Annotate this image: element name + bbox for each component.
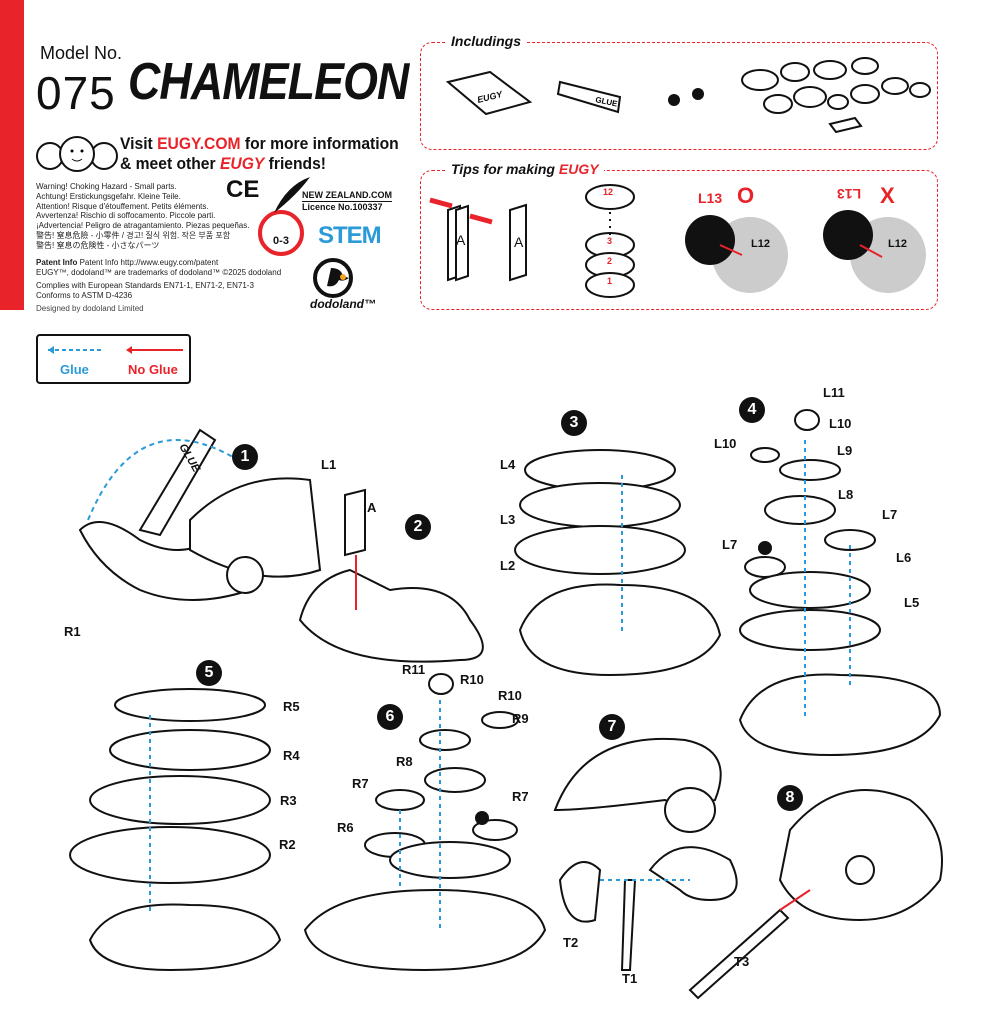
part-label: L3 (500, 512, 516, 527)
part-label: R7 (352, 776, 369, 791)
part-label: L10 (714, 436, 737, 451)
step-7-badge: 7 (599, 714, 625, 740)
glue-tube-icon (556, 80, 622, 114)
fern-icon (274, 177, 310, 213)
part-label: L1 (321, 457, 337, 472)
disc-number: 1 (607, 276, 613, 286)
step8-parts (688, 789, 943, 1000)
step-8-badge: 8 (777, 785, 803, 811)
stem-logo: STEM (318, 222, 382, 249)
dodoland-logo: dodoland™ (310, 297, 376, 311)
step-1-badge: 1 (232, 444, 258, 470)
part-label: L9 (837, 443, 853, 458)
disc-number: 12 (603, 187, 614, 197)
no-glue-legend-label: No Glue (128, 362, 178, 377)
model-number: 075 (36, 67, 116, 119)
part-label: L7 (722, 537, 738, 552)
part-label: R7 (512, 789, 529, 804)
part-label: L8 (838, 487, 854, 502)
part-label: A (367, 500, 377, 515)
disc-number: 3 (607, 236, 613, 246)
step4-parts (738, 409, 942, 757)
step2-parts (298, 488, 484, 663)
part-label: L11 (823, 385, 845, 400)
part-label: L5 (904, 595, 920, 610)
step3-parts (514, 449, 722, 677)
part-label: L12 (888, 238, 907, 250)
step6-parts (303, 673, 547, 972)
glue-legend-label: Glue (60, 362, 89, 377)
page-title: CHAMELEON (128, 53, 409, 111)
model-label: Model No. (40, 43, 123, 63)
tips-illustrations (429, 184, 926, 298)
part-label: T3 (734, 954, 750, 969)
legend-arrows (48, 346, 183, 354)
part-label: R10 (460, 672, 484, 687)
step1-parts (78, 428, 322, 601)
part-label: L2 (500, 558, 516, 573)
part-label: L6 (896, 550, 912, 565)
includings-heading: Includings (446, 33, 526, 49)
includings-panel (420, 42, 938, 150)
step5-parts (69, 688, 282, 972)
eugy-link[interactable]: EUGY.COM (157, 134, 241, 153)
part-letter: A (456, 232, 466, 248)
disc-number: 2 (607, 256, 613, 266)
part-label: R3 (280, 793, 297, 808)
tips-heading: Tips for making EUGY (446, 161, 604, 177)
part-label: R2 (279, 837, 296, 852)
part-label: L7 (882, 507, 898, 522)
brand-stripe (0, 0, 24, 310)
step-5-badge: 5 (196, 660, 222, 686)
wrong-mark: X (880, 183, 895, 208)
eugy-faces-icon (36, 136, 118, 172)
step7-parts (553, 737, 738, 971)
part-label: R4 (283, 748, 300, 763)
part-label: L12 (751, 238, 770, 250)
included-parts: GLUE (445, 57, 931, 134)
part-label: R11 (402, 662, 426, 677)
eugy-logo: EUGY (219, 154, 265, 173)
part-letter: A (514, 234, 524, 250)
age-warning-icon: 0-3 (258, 210, 304, 256)
step-6-badge: 6 (377, 704, 403, 730)
tips-panel (420, 170, 938, 310)
eye-bead-icon (692, 88, 704, 100)
eye-bead-icon (668, 94, 680, 106)
visit-text: Visit EUGY.COM for more information & me… (120, 134, 399, 173)
part-label: L13 (698, 190, 723, 206)
legal-text: Patent Info Patent Info http://www.eugy.… (36, 258, 282, 313)
part-label: R9 (512, 711, 529, 726)
ce-mark: CE (226, 176, 260, 203)
part-label: R5 (283, 699, 300, 714)
step-4-badge: 4 (739, 397, 765, 423)
disc-parts-icon (741, 57, 931, 134)
instruction-booklet-icon (445, 70, 533, 116)
part-label: L4 (500, 457, 516, 472)
dodo-icon (313, 258, 353, 298)
step-3-badge: 3 (561, 410, 587, 436)
part-label: R10 (498, 688, 522, 703)
part-label: T1 (622, 971, 638, 986)
part-label: R6 (337, 820, 354, 835)
warnings: Warning! Choking Hazard - Small parts.Ac… (36, 182, 250, 250)
part-label: T2 (563, 935, 579, 950)
glue-legend: Glue No Glue (36, 334, 191, 384)
correct-mark: O (737, 183, 755, 208)
step-2-badge: 2 (405, 514, 431, 540)
part-label: R1 (64, 624, 81, 639)
part-label: L10 (829, 416, 852, 431)
part-label: R8 (396, 754, 413, 769)
